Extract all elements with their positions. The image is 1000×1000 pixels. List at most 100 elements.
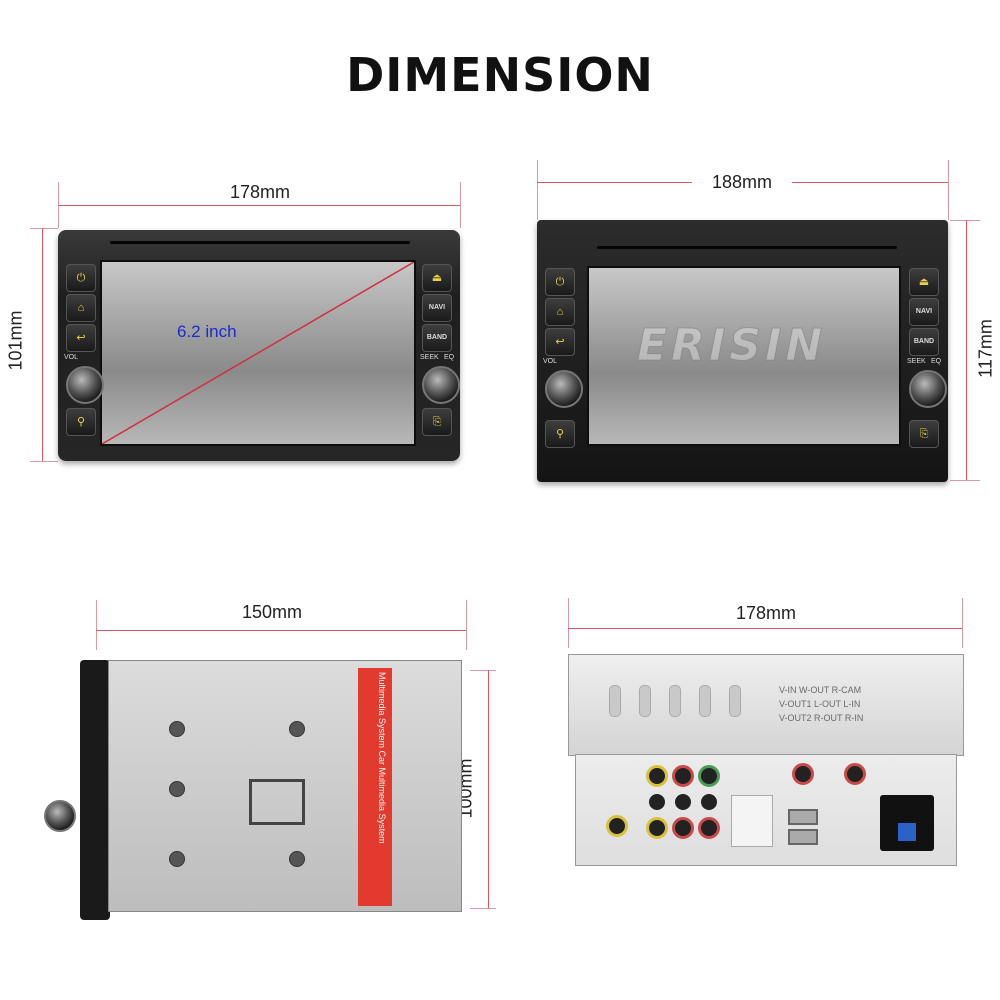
navi-button[interactable]: NAVI: [909, 298, 939, 326]
height-dimension-line: [42, 228, 43, 461]
cooling-fin: [639, 685, 651, 717]
radio-port-icon: [844, 763, 866, 785]
mount-hole: [289, 721, 305, 737]
cooling-fin: [669, 685, 681, 717]
depth-dimension-line: [96, 630, 466, 631]
usb-port-icon[interactable]: ⎘: [422, 408, 452, 436]
dimension-tick: [962, 598, 963, 648]
frame-height-label: 117mm: [975, 319, 996, 378]
rca-port-icon: [698, 765, 720, 787]
rear-top-panel: V-IN W-OUT R-CAM V-OUT1 L-OUT L-IN V-OUT…: [568, 654, 964, 756]
dimension-tick: [537, 160, 538, 220]
rca-port-icon: [672, 765, 694, 787]
rca-port-icon: [698, 791, 720, 813]
chassis-side: [108, 660, 462, 912]
rca-port-icon: [698, 817, 720, 839]
back-button[interactable]: ↩: [66, 324, 96, 352]
navi-button[interactable]: NAVI: [422, 294, 452, 322]
mount-hole: [169, 721, 185, 737]
antenna-port-icon: [606, 815, 628, 837]
frame-width-label: 188mm: [692, 172, 792, 193]
eject-button[interactable]: ⏏: [422, 264, 452, 292]
dimension-tick: [568, 598, 569, 648]
seek-label: SEEK: [907, 358, 926, 365]
band-button[interactable]: BAND: [422, 324, 452, 352]
front-width-label: 178mm: [229, 182, 291, 202]
back-button[interactable]: ↩: [545, 328, 575, 356]
gps-button[interactable]: ⚲: [66, 408, 96, 436]
mount-hole: [169, 851, 185, 867]
cooling-fin: [729, 685, 741, 717]
usb-port-icon: [788, 809, 818, 825]
eq-label: EQ: [444, 354, 455, 361]
head-unit-front: 6.2 inch ⏻ ⌂ ↩ VOL ⚲ ⏏ NAVI BAND SEEK EQ…: [58, 230, 460, 461]
usb-port-icon[interactable]: ⎘: [909, 420, 939, 448]
volume-knob[interactable]: [66, 366, 104, 404]
page-title: DIMENSION: [346, 48, 654, 102]
connector-tag: [898, 823, 916, 841]
rca-port-icon: [646, 817, 668, 839]
eject-button[interactable]: ⏏: [909, 268, 939, 296]
seek-label: SEEK: [420, 354, 439, 361]
dimension-tick: [466, 600, 467, 650]
dimension-tick: [460, 182, 461, 228]
rca-port-icon: [672, 791, 694, 813]
width-dimension-line: [58, 205, 460, 206]
cooling-fin: [699, 685, 711, 717]
screen-size-label: 6.2 inch: [177, 322, 237, 341]
brand-watermark: ERISIN: [636, 320, 827, 372]
front-height-label: 101mm: [5, 310, 26, 371]
dimension-tick: [948, 160, 949, 220]
rca-port-icon: [646, 765, 668, 787]
dimension-tick: [950, 480, 980, 481]
gps-button[interactable]: ⚲: [545, 420, 575, 448]
rca-port-icon: [646, 791, 668, 813]
home-button[interactable]: ⌂: [66, 294, 96, 322]
seek-knob[interactable]: [422, 366, 460, 404]
height-dimension-line: [488, 670, 489, 908]
rca-port-icon: [672, 817, 694, 839]
head-unit-frame: ERISIN ⏻ ⌂ ↩ VOL ⚲ ⏏ NAVI BAND SEEK EQ ⎘: [537, 220, 948, 482]
dimension-tick: [30, 228, 58, 229]
mount-hole: [169, 781, 185, 797]
rear-connector-panel: [575, 754, 957, 866]
disc-slot: [597, 246, 897, 249]
power-button[interactable]: ⏻: [545, 268, 575, 296]
display-screen: 6.2 inch: [100, 260, 416, 446]
sticker-line: Multimedia System: [377, 672, 387, 749]
harness-socket: [731, 795, 773, 847]
vol-label: VOL: [543, 358, 558, 365]
port-legend: V-OUT2 R-OUT R-IN: [779, 713, 864, 723]
bracket-cutout: [249, 779, 305, 825]
side-depth-label: 150mm: [241, 602, 303, 622]
warranty-sticker: Multimedia System Car Multimedia System: [358, 668, 392, 906]
volume-knob[interactable]: [545, 370, 583, 408]
vol-label: VOL: [64, 354, 79, 361]
port-legend: V-IN W-OUT R-CAM: [779, 685, 862, 695]
dimension-tick: [950, 220, 980, 221]
knob-profile: [44, 800, 76, 832]
dimension-tick: [470, 670, 496, 671]
dimension-tick: [470, 908, 496, 909]
disc-slot: [110, 241, 410, 244]
rear-width-label: 178mm: [716, 603, 816, 624]
display-screen: [587, 266, 901, 446]
power-button[interactable]: ⏻: [66, 264, 96, 292]
eq-label: EQ: [931, 358, 942, 365]
home-button[interactable]: ⌂: [545, 298, 575, 326]
seek-knob[interactable]: [909, 370, 947, 408]
height-dimension-line: [966, 220, 967, 480]
screen-diagonal: [102, 262, 414, 444]
cooling-fin: [609, 685, 621, 717]
mount-hole: [289, 851, 305, 867]
dimension-tick: [96, 600, 97, 650]
dimension-tick: [30, 461, 58, 462]
band-button[interactable]: BAND: [909, 328, 939, 356]
iso-connector: [880, 795, 934, 851]
port-legend: V-OUT1 L-OUT L-IN: [779, 699, 861, 709]
sticker-line: Car Multimedia System: [377, 750, 387, 844]
gps-antenna-port-icon: [792, 763, 814, 785]
front-bezel-edge: [80, 660, 110, 920]
usb-port-icon: [788, 829, 818, 845]
width-dimension-line: [568, 628, 962, 629]
